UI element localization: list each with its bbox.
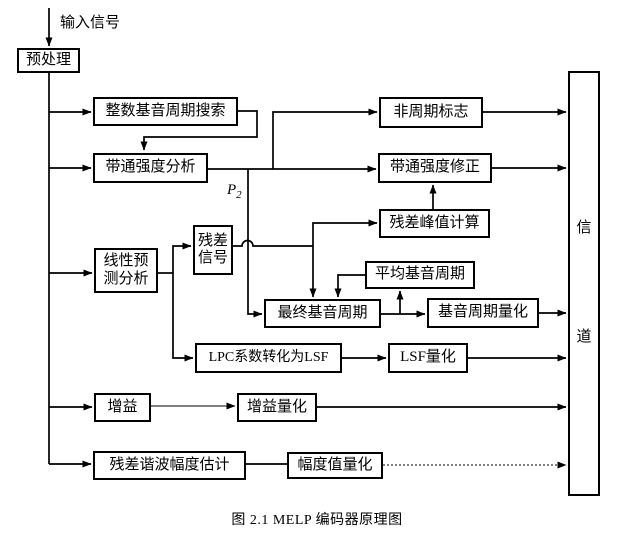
- node-bandpass-strength-correction-label: 带通强度修正: [389, 159, 480, 176]
- node-pitch-period-quantization: 基音周期量化: [427, 298, 539, 328]
- node-bandpass-strength-analysis: 带通强度分析: [93, 153, 208, 183]
- node-linear-prediction-analysis: 线性预 测分析: [94, 248, 158, 293]
- node-gain-label: 增益: [107, 398, 138, 415]
- node-bandpass-strength-correction: 带通强度修正: [378, 153, 492, 183]
- edge-p2-to-final-pitch: [247, 169, 263, 318]
- edge-average-to-final-pitch: [334, 274, 365, 298]
- node-residual-signal-label: 残差 信号: [197, 232, 228, 266]
- node-pitch-period-quantization-label: 基音周期量化: [437, 304, 528, 321]
- node-amplitude-quantization-label: 幅度值量化: [297, 456, 373, 473]
- node-average-pitch-period-label: 平均基音周期: [374, 266, 465, 283]
- node-integer-pitch-search-label: 整数基音周期搜索: [105, 102, 226, 119]
- edge-branch-to-aperiodic-flag: [272, 108, 378, 169]
- node-channel: 信 道: [568, 71, 600, 496]
- node-linear-prediction-analysis-label: 线性预 测分析: [103, 253, 149, 287]
- edge-lpa-to-lpc: [172, 273, 194, 362]
- p2-label: P2: [227, 182, 242, 201]
- node-preprocess-label: 预处理: [25, 51, 71, 68]
- input-signal-label: 输入信号: [60, 15, 121, 31]
- edge-integer-pitch-to-bandpass-analysis: [140, 110, 258, 151]
- node-integer-pitch-search: 整数基音周期搜索: [93, 97, 238, 126]
- node-bandpass-strength-analysis-label: 带通强度分析: [105, 159, 196, 176]
- node-final-pitch-period: 最终基音周期: [264, 299, 381, 328]
- node-residual-peak-calculation: 残差峰值计算: [379, 209, 490, 238]
- node-channel-char2: 道: [576, 329, 592, 345]
- node-residual-signal: 残差 信号: [193, 225, 233, 275]
- node-residual-peak-calculation-label: 残差峰值计算: [389, 214, 480, 231]
- p2-subscript: 2: [236, 189, 242, 201]
- node-average-pitch-period: 平均基音周期: [365, 261, 475, 289]
- p2-base: P: [227, 182, 237, 198]
- edge-residual-signal-line: [233, 239, 313, 247]
- node-aperiodic-flag: 非周期标志: [379, 97, 483, 128]
- node-aperiodic-flag-label: 非周期标志: [393, 103, 469, 120]
- node-final-pitch-period-label: 最终基音周期: [277, 304, 368, 321]
- edge-lpa-to-residual-signal: [172, 242, 192, 273]
- node-gain-quantization-label: 增益量化: [246, 398, 307, 415]
- node-residual-harmonic-amplitude-estimation: 残差谐波幅度估计: [93, 451, 246, 480]
- node-lsf-quantization: LSF量化: [388, 343, 468, 373]
- node-channel-char1: 信: [576, 220, 592, 236]
- node-gain-quantization: 增益量化: [237, 393, 317, 422]
- edge-residual-to-peak: [312, 219, 378, 246]
- node-lpc-to-lsf-label: LPC系数转化为LSF: [208, 349, 329, 365]
- node-residual-harmonic-amplitude-estimation-label: 残差谐波幅度估计: [109, 456, 230, 473]
- node-amplitude-quantization: 幅度值量化: [287, 452, 383, 479]
- figure-caption: 图 2.1 MELP 编码器原理图: [231, 513, 403, 528]
- node-lpc-to-lsf: LPC系数转化为LSF: [195, 343, 342, 373]
- node-gain: 增益: [94, 393, 151, 422]
- node-lsf-quantization-label: LSF量化: [400, 349, 456, 366]
- node-preprocess: 预处理: [17, 48, 80, 73]
